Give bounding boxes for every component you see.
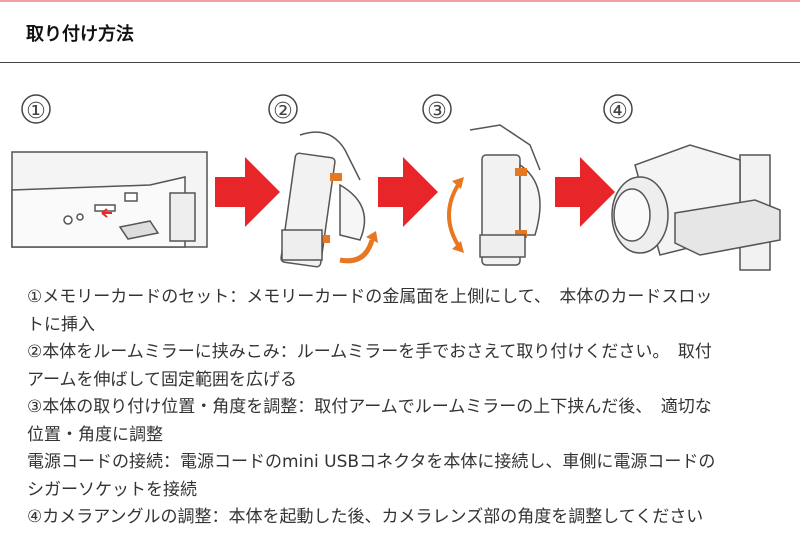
instruction-line: アームを伸ばして固定範囲を広げる — [27, 369, 297, 390]
next-arrow-1 — [215, 157, 280, 227]
next-arrow-2 — [378, 157, 438, 227]
instruction-line: ①メモリーカードのセット：メモリーカードの金属面を上側にして、 本体のカードスロ… — [27, 287, 713, 307]
step4-camera-angle-illustration — [611, 144, 781, 271]
instruction-line: 位置・角度に調整 — [27, 424, 163, 445]
installation-illustrations: ① ② ③ ④ — [11, 94, 781, 271]
next-arrow-3 — [555, 157, 615, 227]
step1-memory-card-illustration — [11, 151, 208, 248]
page-title: 取り付け方法 — [26, 24, 134, 45]
header-divider — [0, 62, 800, 63]
step-number-2: ② — [268, 94, 298, 124]
svg-text:②: ② — [273, 99, 293, 124]
step-number-3: ③ — [422, 94, 452, 124]
instruction-line: ④カメラアングルの調整：本体を起動した後、カメラレンズ部の角度を調整してください — [27, 507, 704, 527]
step-number-4: ④ — [603, 94, 633, 124]
instruction-line: 電源コードの接続：電源コードのmini USBコネクタを本体に接続し、車側に電源… — [27, 452, 716, 472]
step2-mirror-clip-illustration — [280, 131, 378, 268]
svg-text:③: ③ — [427, 99, 447, 124]
instruction-line: トに挿入 — [27, 314, 95, 335]
svg-text:①: ① — [26, 99, 46, 124]
step3-angle-adjust-illustration — [447, 124, 541, 266]
instruction-line: シガーソケットを接続 — [27, 479, 197, 500]
instruction-line: ③本体の取り付け位置・角度を調整：取付アームでルームミラーの上下挟んだ後、 適切… — [27, 397, 712, 417]
instructions: ①メモリーカードのセット：メモリーカードの金属面を上側にして、 本体のカードスロ… — [27, 284, 797, 532]
svg-text:④: ④ — [608, 99, 628, 124]
step-number-1: ① — [21, 94, 51, 124]
instruction-line: ②本体をルームミラーに挟みこみ：ルームミラーを手でおさえて取り付けください。 取… — [27, 342, 712, 362]
top-accent-line — [0, 0, 800, 2]
